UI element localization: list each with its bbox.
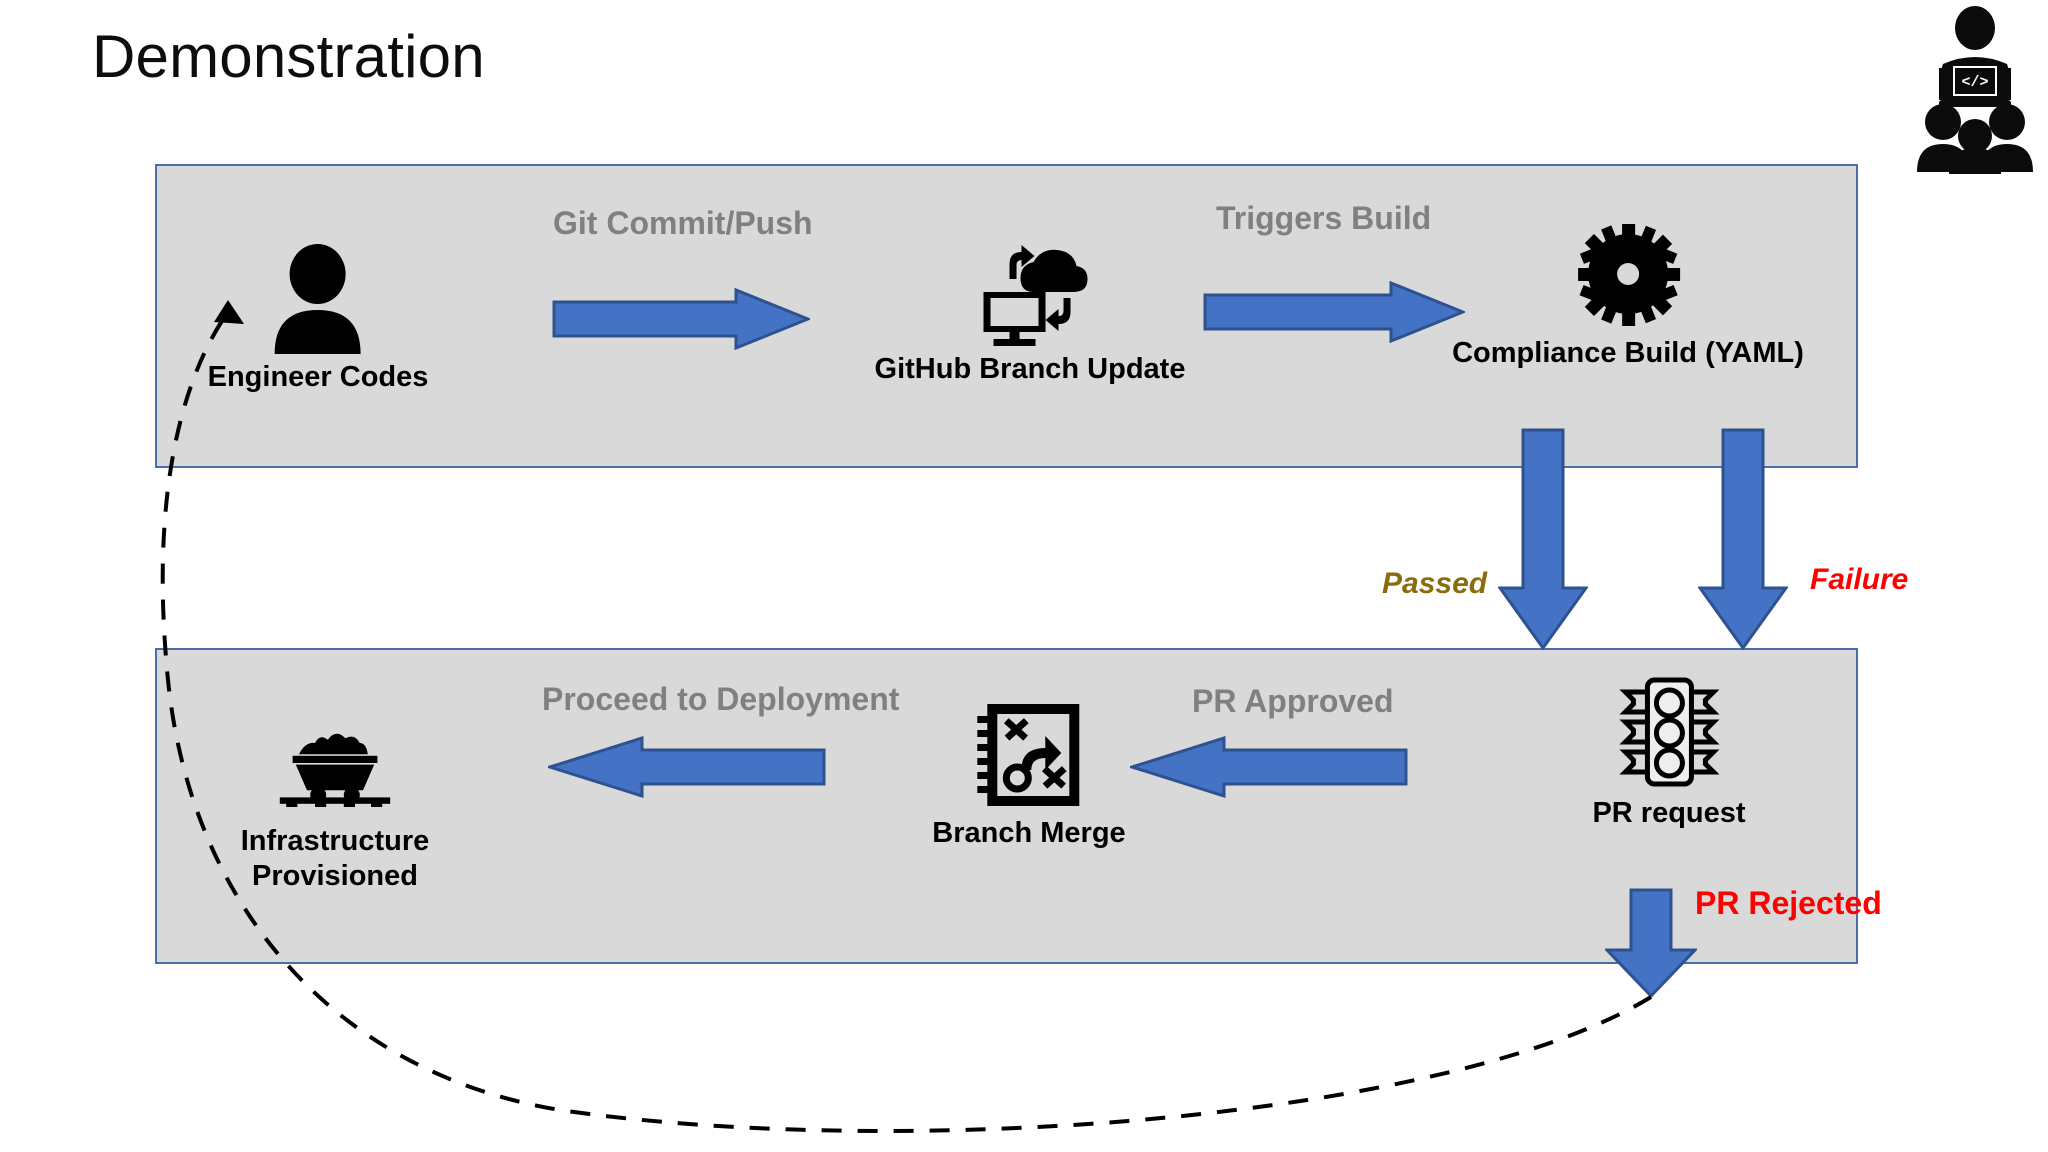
arrow-pr-rejected	[1603, 888, 1699, 1003]
arrow-pr-approved	[1127, 735, 1408, 803]
edge-label-triggers-build: Triggers Build	[1216, 200, 1432, 236]
node-label: Engineer Codes	[207, 361, 429, 393]
status-label-pr-rejected: PR Rejected	[1695, 885, 1882, 921]
page-title: Demonstration	[92, 23, 485, 90]
node-label: Compliance Build (YAML)	[1452, 337, 1804, 369]
arrow-git-commit-push	[552, 287, 813, 355]
edge-label-git-commit-push: Git Commit/Push	[553, 205, 813, 241]
node-infrastructure-provisioned[interactable]: Infrastructure Provisioned	[200, 700, 470, 895]
arrow-passed	[1497, 428, 1589, 655]
node-engineer-codes[interactable]: Engineer Codes	[207, 236, 429, 395]
cloud-sync-monitor-icon	[970, 228, 1090, 346]
arrow-triggers-build	[1203, 280, 1468, 348]
status-label-passed: Passed	[1382, 567, 1488, 600]
mine-cart-icon	[275, 700, 395, 818]
gear-cog-icon	[1568, 212, 1688, 330]
node-label: Infrastructure Provisioned	[240, 825, 430, 893]
status-label-failure: Failure	[1810, 563, 1909, 596]
arrow-proceed-to-deployment	[545, 735, 826, 803]
svg-text:</>: </>	[1961, 74, 1988, 91]
traffic-light-icon	[1609, 672, 1729, 790]
node-branch-merge[interactable]: Branch Merge	[932, 692, 1126, 851]
arrow-failure	[1697, 428, 1789, 655]
edge-label-pr-approved: PR Approved	[1192, 683, 1394, 719]
edge-label-proceed-to-deployment: Proceed to Deployment	[542, 681, 900, 717]
node-label: PR request	[1592, 797, 1746, 829]
node-pr-request[interactable]: PR request	[1592, 672, 1746, 831]
strategy-notebook-icon	[969, 692, 1089, 810]
node-label: GitHub Branch Update	[874, 353, 1186, 385]
node-compliance-build[interactable]: Compliance Build (YAML)	[1452, 212, 1804, 371]
node-label: Branch Merge	[932, 817, 1126, 849]
node-github-branch-update[interactable]: GitHub Branch Update	[874, 228, 1186, 387]
developer-team-icon: </>	[1915, 4, 2035, 174]
person-icon	[258, 236, 378, 354]
